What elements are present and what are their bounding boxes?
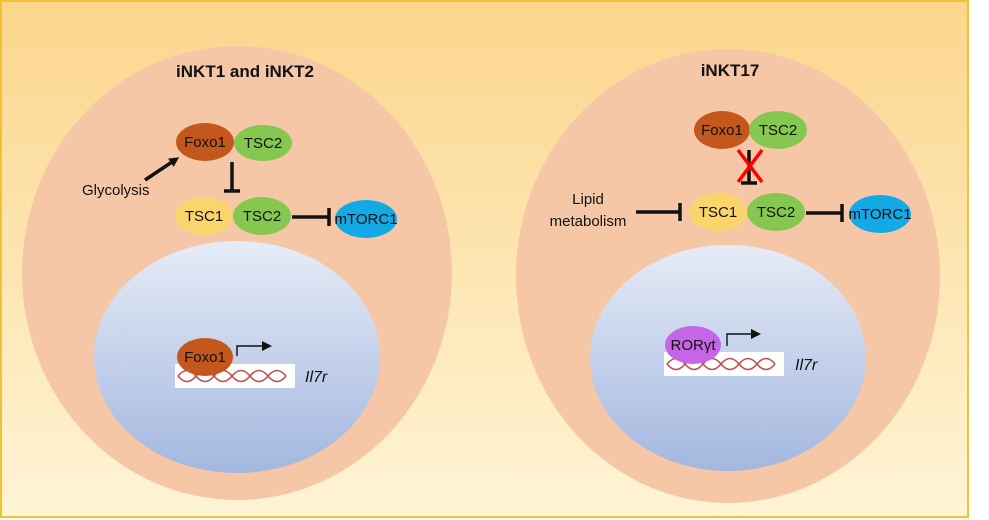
left-tsc2-top-node — [234, 125, 292, 161]
left-transcription-arrow — [236, 345, 263, 356]
right-foxo1-label: Foxo1 — [701, 122, 743, 139]
left-tf-label: Foxo1 — [184, 349, 226, 366]
left-transcription-arrowhead — [262, 341, 272, 351]
right-lipid-label-line1: Lipid — [572, 191, 604, 208]
left-glycolysis-arrow — [144, 157, 180, 182]
right-tf-label: RORγt — [671, 337, 717, 354]
right-foxo1-node — [694, 111, 750, 149]
left-gene-label: Il7r — [305, 369, 328, 386]
left-tsc2-node — [233, 197, 291, 235]
right-tsc1-node — [689, 193, 747, 231]
right-mtorc1-label: mTORC1 — [848, 206, 911, 223]
right-tf-node — [665, 326, 721, 364]
right-cell-group: iNKT17 Foxo1 TSC2 Lipid metabolism TSC1 … — [516, 49, 940, 503]
right-mtorc1-node — [849, 195, 911, 233]
left-foxo1-label: Foxo1 — [184, 134, 226, 151]
left-tsc2-label: TSC2 — [243, 208, 281, 225]
right-transcription-arrow — [726, 333, 752, 346]
left-tsc2-top-label: TSC2 — [244, 135, 282, 152]
right-tsc2-top-node — [749, 111, 807, 149]
left-mtorc1-node — [335, 200, 397, 238]
right-lipid-label-line2: metabolism — [550, 213, 627, 230]
right-title: iNKT17 — [701, 61, 760, 80]
right-dna-strand-b — [666, 357, 776, 371]
left-tsc1-label: TSC1 — [185, 208, 223, 225]
left-mtorc1-label: mTORC1 — [334, 211, 397, 228]
right-block-x-stroke-2 — [736, 148, 764, 184]
right-tsc1-label: TSC1 — [699, 204, 737, 221]
left-tsc1-node — [175, 197, 233, 235]
left-glycolysis-label: Glycolysis — [82, 182, 150, 199]
left-tf-node — [177, 338, 233, 376]
left-foxo1-node — [176, 123, 234, 161]
right-tsc2-label: TSC2 — [757, 204, 795, 221]
left-cell-group: iNKT1 and iNKT2 Foxo1 TSC2 Glycolysis TS… — [22, 46, 452, 500]
left-dna-strand-b — [177, 369, 287, 383]
left-title: iNKT1 and iNKT2 — [176, 62, 314, 81]
right-transcription-arrowhead — [751, 329, 761, 339]
right-gene-label: Il7r — [795, 357, 818, 374]
right-tsc2-node — [747, 193, 805, 231]
right-tsc2-top-label: TSC2 — [759, 122, 797, 139]
left-nucleus — [94, 241, 380, 473]
